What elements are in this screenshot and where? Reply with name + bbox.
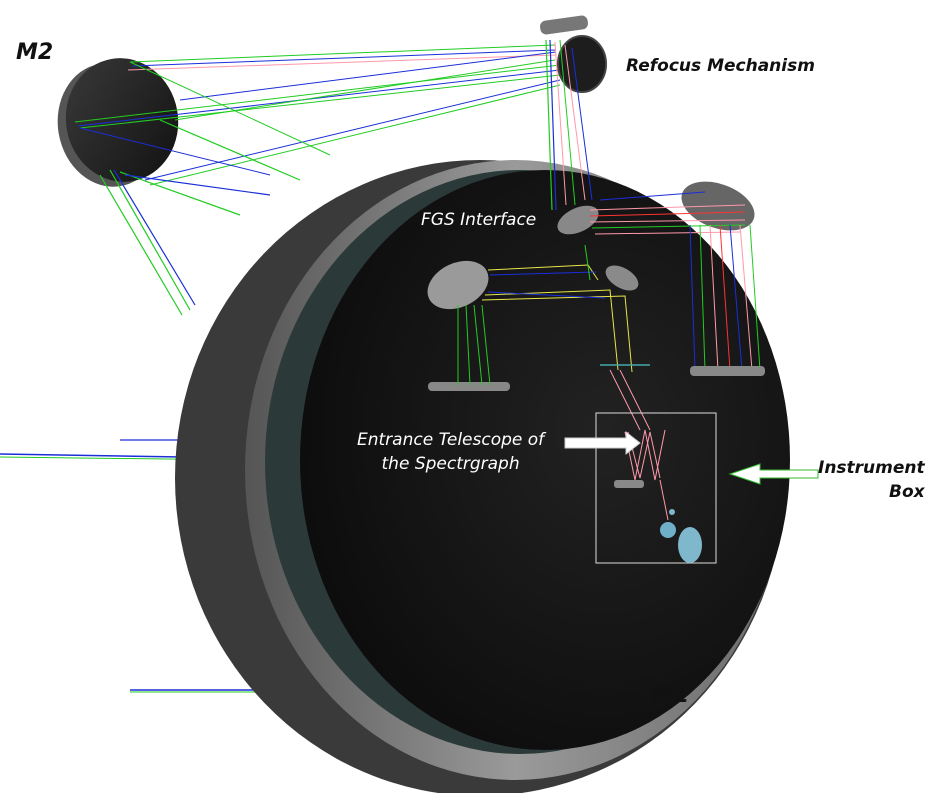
- instrument-box-label-line2: Box: [889, 482, 925, 502]
- m1-primary-mirror: [175, 160, 790, 793]
- m2-label: M2: [16, 40, 54, 65]
- m2-refocus-rays: [74, 44, 561, 186]
- refocus-mechanism: [540, 15, 607, 211]
- fgs-interface-label: FGS Interface: [421, 210, 537, 230]
- refocus-mechanism-label: Refocus Mechanism: [626, 56, 815, 76]
- entrance-telescope-arrow: [564, 430, 641, 456]
- m2-m1-rays: [99, 119, 301, 316]
- m2-secondary-mirror: [57, 58, 179, 187]
- instrument-box-label-line1: Instrument: [818, 458, 925, 478]
- entrance-telescope-label-line1: Entrance Telescope of: [357, 430, 545, 450]
- instrument-box-arrow: [728, 463, 819, 485]
- instrument-box-label: Instrument Box: [818, 456, 925, 504]
- entrance-telescope-label: Entrance Telescope of the Spectrgraph: [357, 428, 544, 476]
- m1-inner-optics: [427, 244, 651, 431]
- fgs-fold-optics: [557, 181, 765, 376]
- instrument-box: [595, 412, 717, 564]
- entrance-telescope-label-line2: the Spectrgraph: [381, 454, 520, 474]
- m1-label: M1: [652, 683, 690, 708]
